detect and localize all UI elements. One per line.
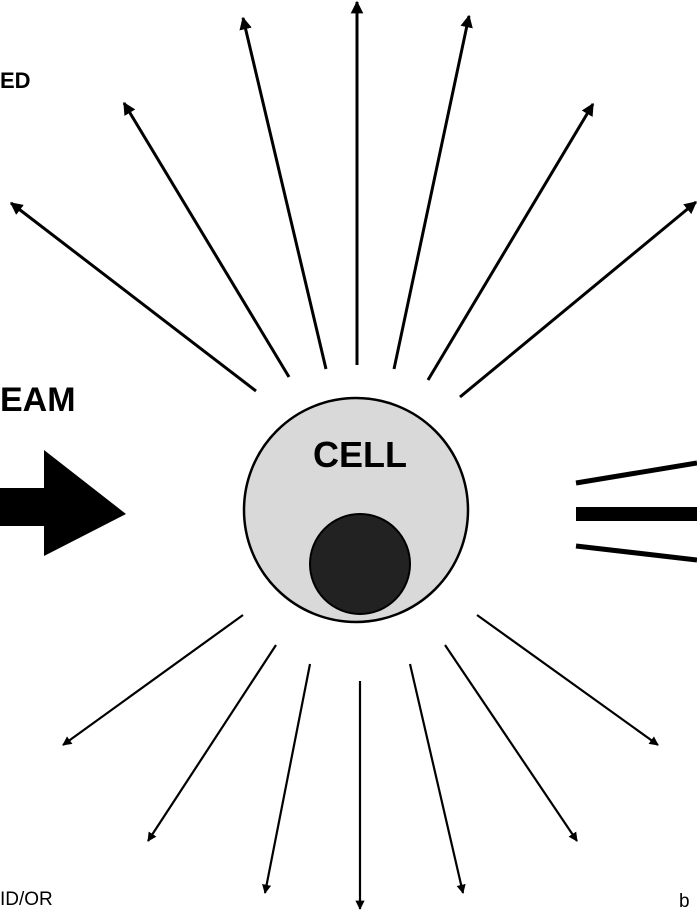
scatter-arrow bbox=[239, 16, 328, 370]
scatter-arrow bbox=[62, 614, 244, 746]
scatter-arrow bbox=[262, 663, 312, 894]
scatter-arrow bbox=[122, 101, 291, 378]
cell-nucleus bbox=[309, 513, 411, 615]
cell-label: CELL bbox=[313, 434, 407, 475]
scatter-arrow bbox=[476, 614, 659, 746]
top-left-label: ED bbox=[0, 68, 31, 93]
scatter-arrow bbox=[444, 644, 578, 842]
scatter-arrow bbox=[147, 644, 277, 842]
scatter-arrow bbox=[459, 200, 697, 399]
cell-body bbox=[242, 396, 470, 624]
scatter-arrow bbox=[10, 201, 257, 393]
lower-scatter-arrows bbox=[62, 614, 659, 910]
bottom-right-label: b bbox=[679, 891, 690, 912]
beam-arrow bbox=[0, 450, 126, 556]
bottom-left-label: ID/OR bbox=[0, 889, 53, 910]
scatter-arrow bbox=[426, 102, 595, 381]
scatter-arrow bbox=[408, 663, 466, 894]
beam-label: EAM bbox=[0, 381, 76, 419]
forward-scatter-lines bbox=[575, 460, 697, 563]
upper-scatter-arrows bbox=[10, 0, 697, 399]
scatter-arrow bbox=[392, 14, 473, 370]
